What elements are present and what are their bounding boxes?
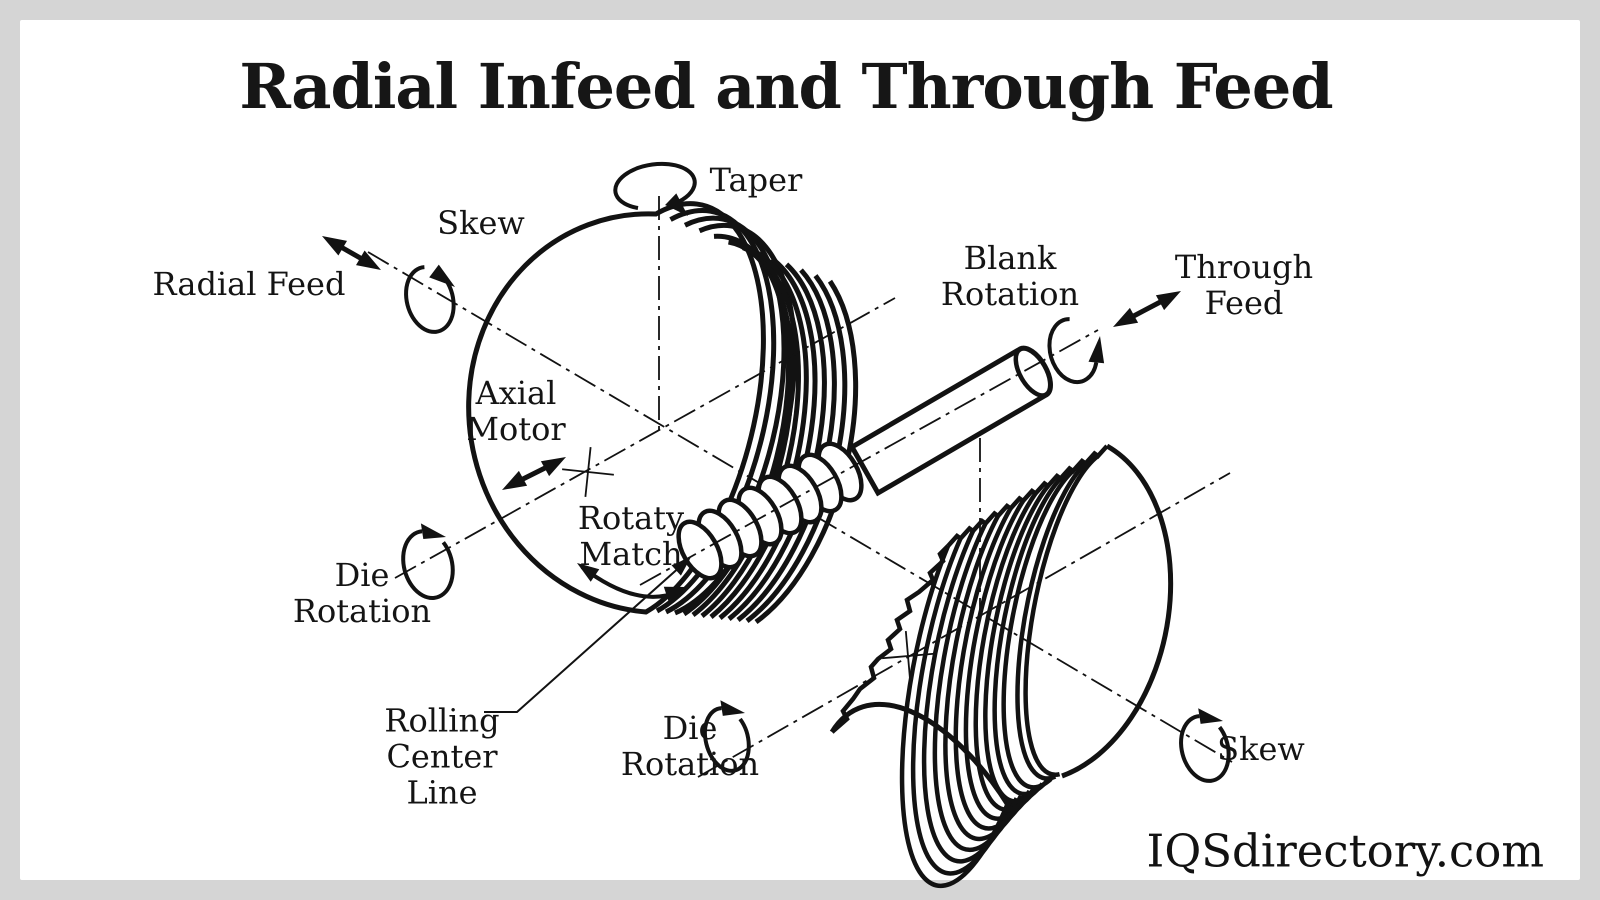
label-through-feed: Through Feed (1174, 248, 1314, 322)
page-title: Radial Infeed and Through Feed (239, 50, 1333, 123)
skew-bottom-rotation-icon (1179, 708, 1231, 783)
die-left (466, 201, 859, 625)
die-right-silhouette (1061, 443, 1174, 779)
label-rotaty-match: Rotaty Match (577, 499, 685, 573)
skew-top-rotation-icon (404, 264, 456, 334)
cross-mark-die-right (882, 631, 934, 681)
centerline-die-right-axis (697, 472, 1231, 778)
centerline-rolling-axis (639, 329, 1099, 586)
label-blank-rotation: Blank Rotation (940, 239, 1080, 313)
die-right (829, 443, 1174, 889)
label-axial-motor: Axial Motor (466, 374, 566, 448)
die-right-bottom (829, 701, 1011, 807)
label-rolling-center-line: Rolling Center Line (384, 701, 500, 811)
die-right-ridges (899, 454, 1100, 889)
rotary-match-arrow-icon (577, 563, 687, 601)
die-right-break-edge (830, 544, 950, 734)
thread-rings (676, 441, 864, 581)
die-rotation-bottom-icon (702, 700, 751, 773)
radial-feed-arrow-icon (322, 236, 381, 270)
label-radial-feed: Radial Feed (152, 265, 346, 304)
blank-rotation-icon (1047, 317, 1105, 385)
label-die-rotation-bottom: Die Rotation (620, 709, 760, 783)
label-taper: Taper (709, 161, 803, 200)
label-skew-top: Skew (437, 204, 525, 243)
centerline-die-left-axis (394, 297, 896, 579)
leader-arrowhead-icon (671, 557, 691, 576)
taper-rotation-icon (613, 161, 697, 216)
through-feed-arrow-icon (1113, 291, 1181, 327)
die-rotation-left-icon (401, 523, 455, 600)
label-die-rotation-left: Die Rotation (292, 556, 432, 630)
label-skew-bottom: Skew (1217, 730, 1305, 769)
die-left-ridges (655, 208, 859, 625)
leader-line (484, 557, 691, 713)
die-right-sawtooth (946, 444, 1109, 548)
cross-mark-die-left (562, 447, 614, 497)
watermark: IQSdirectory.com (1146, 824, 1544, 878)
blank-end-cap (1013, 346, 1053, 398)
axial-motor-arrow-icon (502, 457, 566, 490)
